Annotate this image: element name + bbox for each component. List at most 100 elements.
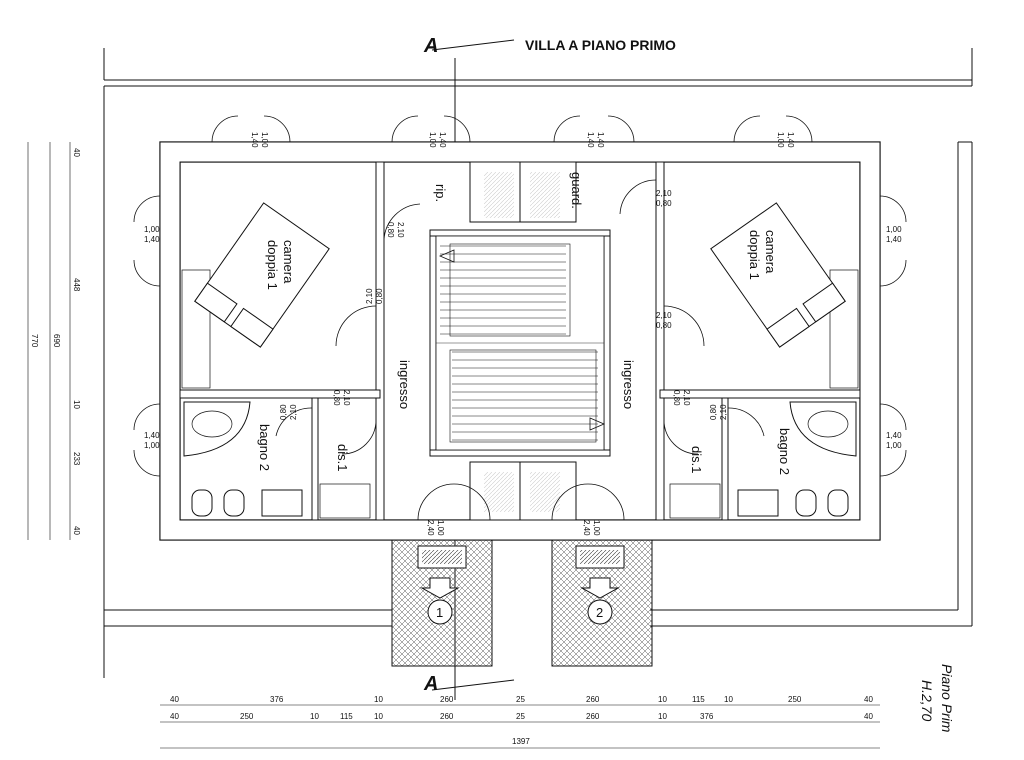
opening-label-d-guard: 2,10 — [656, 189, 672, 198]
room-label-right-bedroom-line2: doppia 1 — [747, 230, 762, 280]
opening-label-d-right-bath: 2,10 — [719, 404, 728, 420]
opening-label-w-top-1: 1,40 — [250, 132, 259, 148]
opening-label-w-left-1: 1,00 — [144, 225, 160, 234]
section-mark-bottom: A — [423, 673, 515, 695]
entrance-path-1 — [391, 539, 493, 667]
room-label-left-dis: dis.1 — [335, 444, 350, 471]
left-double-bed — [194, 202, 330, 348]
room-label-left-bedroom-line2: doppia 1 — [265, 240, 280, 290]
dim-bottom-row2: 25 — [516, 712, 525, 721]
dimension-labels: 40 376 10 260 25 260 10 115 10 250 40 40 250 10 115 10 2… — [72, 148, 873, 721]
opening-label-w-right-1: 1,40 — [886, 235, 902, 244]
opening-label-d-right-dis: 2,10 — [682, 390, 691, 406]
opening-label-d-left-main: 2,40 — [426, 520, 435, 536]
opening-label-d-left-bath: 0,80 — [279, 404, 288, 420]
entrance-number-2: 2 — [596, 605, 603, 620]
opening-label-d-left-dis: 0,80 — [332, 390, 341, 406]
opening-label-w-top-1: 1,00 — [260, 132, 269, 148]
opening-label-w-left-2: 1,40 — [144, 431, 160, 440]
opening-label-d-left-bed: 0,80 — [375, 288, 384, 304]
opening-label-d-right-bed: 2,10 — [656, 311, 672, 320]
dim-bottom-row1: 250 — [788, 695, 802, 704]
dim-bottom-row2: 260 — [586, 712, 600, 721]
opening-label-w-top-3: 1,40 — [596, 132, 605, 148]
room-label-right-bedroom-line1: camera — [763, 230, 778, 274]
dim-bottom-row1: 40 — [170, 695, 179, 704]
dim-bottom-row1: 115 — [692, 695, 705, 704]
room-label-rip: rip. — [433, 184, 448, 202]
room-label-right-bath: bagno 2 — [777, 428, 792, 475]
opening-label-w-left-1: 1,40 — [144, 235, 160, 244]
side-note-line2: H.2,70 — [919, 680, 935, 721]
room-label-right-dis: dis.1 — [689, 446, 704, 473]
window-swings — [133, 115, 907, 477]
dim-left-outer: 770 — [30, 334, 39, 348]
opening-label-w-left-2: 1,00 — [144, 441, 160, 450]
opening-label-d-right-dis: 0,80 — [672, 390, 681, 406]
opening-label-w-right-2: 1,40 — [886, 431, 902, 440]
dim-bottom-row2: 10 — [374, 712, 383, 721]
left-bath-fixtures — [183, 401, 303, 517]
opening-label-w-top-4: 1,40 — [786, 132, 795, 148]
opening-label-d-left-main: 1,00 — [436, 520, 445, 536]
opening-label-d-right-main: 1,00 — [592, 520, 601, 536]
room-label-left-entry: ingresso — [397, 360, 412, 409]
opening-label-d-left-bed: 2,10 — [365, 288, 374, 304]
dim-bottom-row1: 10 — [724, 695, 733, 704]
opening-label-d-right-main: 2,40 — [582, 520, 591, 536]
svg-text:A: A — [423, 673, 438, 695]
dim-left-inner: 233 — [72, 452, 81, 466]
dim-bottom-row2: 10 — [658, 712, 667, 721]
dim-bottom-row1: 376 — [270, 695, 284, 704]
dim-left-middle: 690 — [52, 334, 61, 348]
opening-label-w-right-2: 1,00 — [886, 441, 902, 450]
site-boundary — [103, 48, 973, 678]
section-mark-top: A — [423, 35, 515, 57]
svg-text:A: A — [423, 35, 438, 57]
dim-bottom-row1: 10 — [374, 695, 383, 704]
opening-label-d-rip: 2,10 — [396, 222, 405, 238]
side-note-line1: Piano Prim — [939, 664, 955, 733]
dim-bottom-row2: 250 — [240, 712, 254, 721]
staircase — [435, 235, 606, 451]
opening-label-d-left-bath: 2,10 — [289, 404, 298, 420]
dim-total-bottom: 1397 — [512, 737, 530, 746]
opening-label-w-top-3: 1,40 — [586, 132, 595, 148]
opening-label-w-right-1: 1,00 — [886, 225, 902, 234]
opening-label-d-left-dis: 2,10 — [342, 390, 351, 406]
room-label-right-entry: ingresso — [621, 360, 636, 409]
dim-bottom-row2: 10 — [310, 712, 319, 721]
door-swings — [275, 179, 765, 521]
page-title: VILLA A PIANO PRIMO — [525, 37, 676, 53]
opening-label-w-top-2: 1,40 — [438, 132, 447, 148]
opening-label-d-rip: 0,80 — [386, 222, 395, 238]
opening-label-w-top-2: 1,00 — [428, 132, 437, 148]
opening-label-d-right-bath: 0,80 — [709, 404, 718, 420]
opening-label-d-guard: 0,80 — [656, 199, 672, 208]
dim-bottom-row2: 40 — [864, 712, 873, 721]
dimension-lines — [27, 142, 880, 749]
entrance-path-2 — [551, 539, 653, 667]
dim-bottom-row2: 115 — [340, 712, 353, 721]
dim-left-inner: 448 — [72, 278, 81, 292]
dim-bottom-row1: 260 — [440, 695, 454, 704]
right-bath-fixtures — [737, 401, 857, 517]
dim-left-inner: 40 — [72, 526, 81, 535]
dim-bottom-row2: 376 — [700, 712, 714, 721]
dim-bottom-row1: 25 — [516, 695, 525, 704]
room-label-guard: guard. — [569, 172, 584, 209]
dim-bottom-row1: 10 — [658, 695, 667, 704]
dim-left-inner: 40 — [72, 148, 81, 157]
room-label-left-bedroom-line1: camera — [281, 240, 296, 284]
dim-left-inner: 10 — [72, 400, 81, 409]
opening-label-w-top-4: 1,00 — [776, 132, 785, 148]
right-double-bed — [710, 202, 846, 348]
dim-bottom-row2: 40 — [170, 712, 179, 721]
dim-bottom-row2: 260 — [440, 712, 454, 721]
dim-bottom-row1: 260 — [586, 695, 600, 704]
opening-label-d-right-bed: 0,80 — [656, 321, 672, 330]
dim-bottom-row1: 40 — [864, 695, 873, 704]
room-label-left-bath: bagno 2 — [257, 424, 272, 471]
